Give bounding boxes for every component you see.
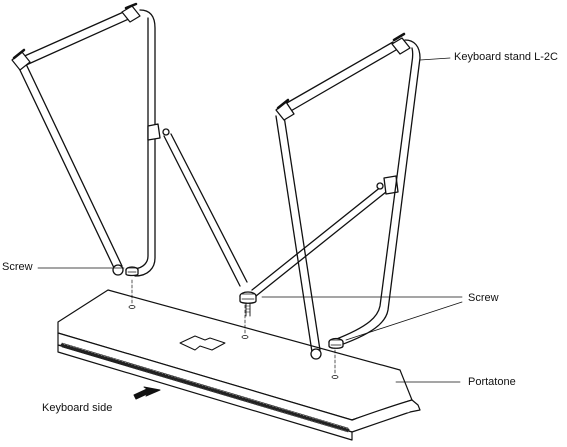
label-keyboard-side: Keyboard side (42, 402, 113, 414)
left-frame-bottom-joint (112, 264, 124, 276)
right-frame-top-tube (284, 41, 394, 105)
keyboard-side-arrow (133, 386, 161, 400)
keys-strip-2 (61, 346, 349, 433)
left-frame-left-leg (17, 65, 116, 271)
label-portatone: Portatone (468, 376, 516, 388)
left-frame (11, 2, 170, 277)
base-cutout (179, 335, 226, 351)
right-frame (275, 32, 421, 360)
left-frame-top-tube (19, 9, 129, 59)
brace-right-segment (251, 185, 383, 291)
cross-brace (163, 133, 399, 317)
left-frame-cap-right (121, 5, 141, 23)
right-frame-cap-left (275, 101, 295, 121)
brace-left-segment (163, 135, 241, 287)
leader-stand (419, 57, 451, 61)
base-right-end (351, 399, 421, 421)
right-frame-right-upright (331, 39, 421, 349)
label-keyboard-stand: Keyboard stand L-2C (454, 51, 558, 63)
left-frame-brace-clamp (147, 123, 161, 141)
screw-hole-middle (241, 335, 249, 339)
screw-knob-right (328, 337, 344, 349)
portatone-base (57, 279, 421, 441)
keys-ticks (60, 343, 350, 432)
right-frame-bottom-joint (310, 348, 322, 360)
label-screw-right: Screw (468, 292, 499, 304)
right-frame-left-leg (275, 115, 313, 353)
leader-lines (37, 57, 463, 383)
right-frame-brace-clamp (383, 175, 399, 195)
left-frame-right-upright (134, 9, 156, 277)
leader-screw-right-b (345, 301, 463, 341)
screw-knob-middle (239, 291, 257, 317)
label-screw-left: Screw (2, 261, 33, 273)
screw-hole-right (331, 375, 339, 379)
screw-knob-left (125, 266, 139, 277)
keys-strip (61, 342, 349, 429)
screw-hole-left (128, 305, 136, 309)
right-frame-cap-right (391, 37, 411, 55)
